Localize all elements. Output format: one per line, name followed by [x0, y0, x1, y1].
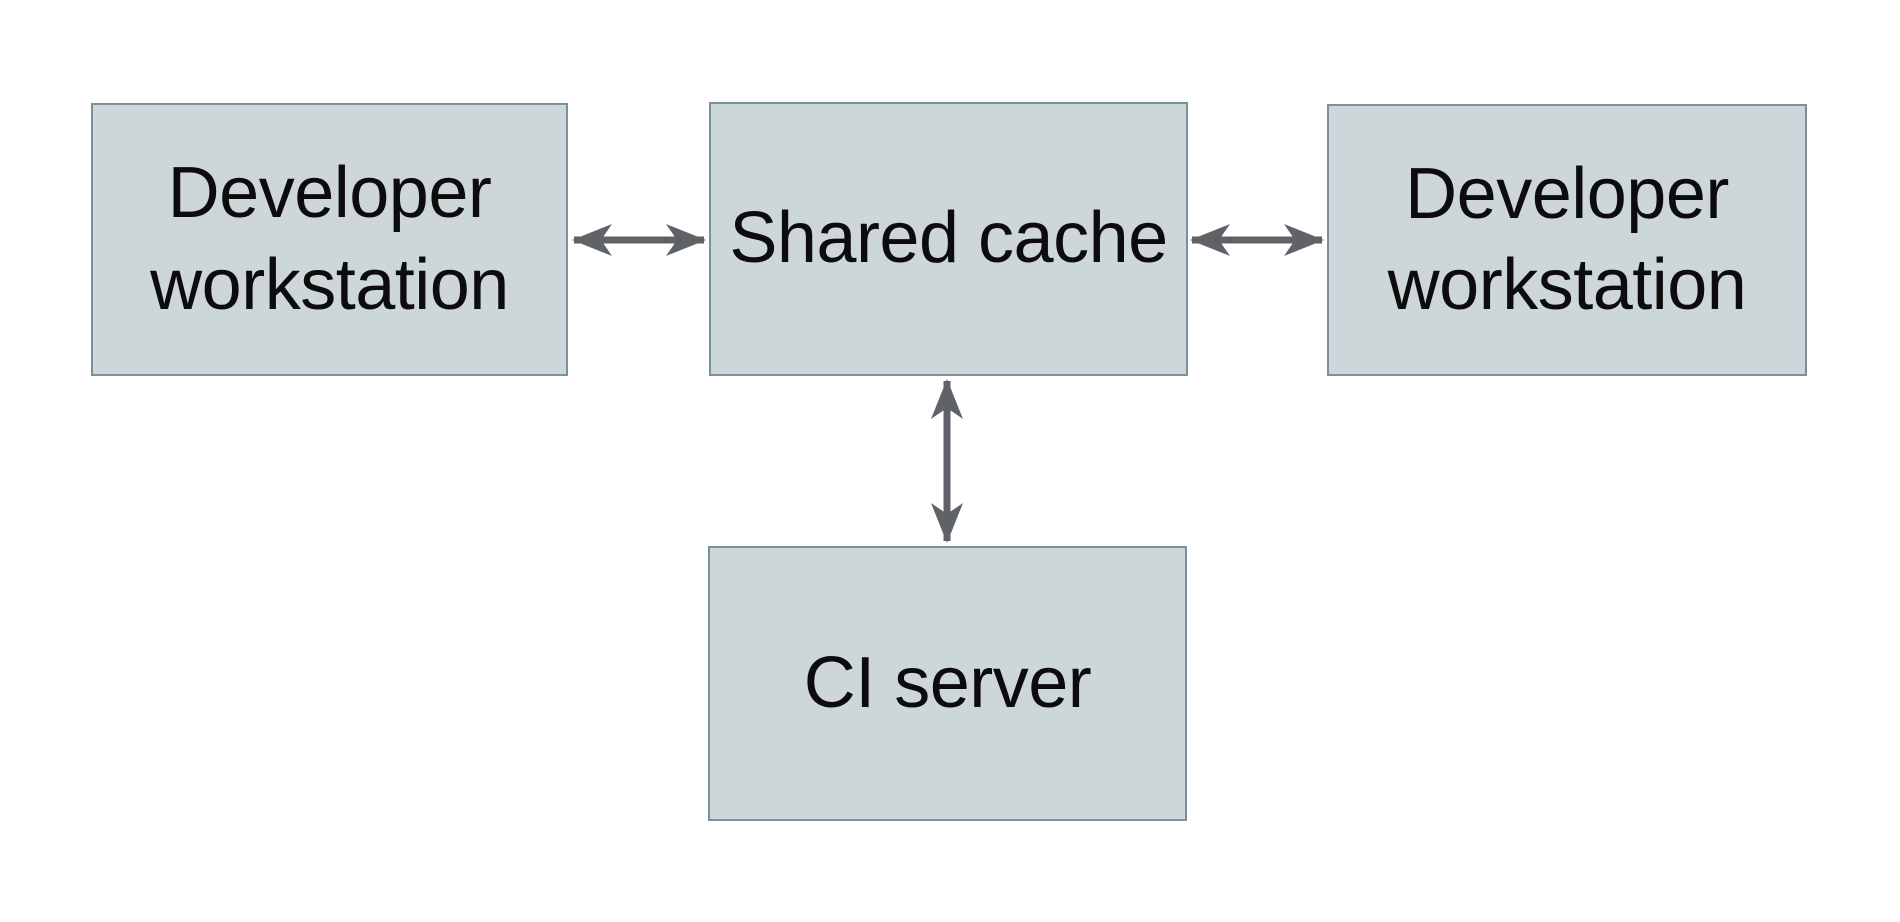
node-label: Shared cache [729, 198, 1168, 279]
node-label: CI server [803, 642, 1092, 723]
node-shared-cache: Shared cache [709, 102, 1188, 376]
node-label: Developer workstation [150, 153, 509, 325]
node-developer-workstation-left: Developer workstation [91, 103, 568, 376]
node-developer-workstation-right: Developer workstation [1327, 104, 1807, 376]
node-label: Developer workstation [1387, 153, 1747, 325]
node-ci-server: CI server [708, 546, 1187, 821]
